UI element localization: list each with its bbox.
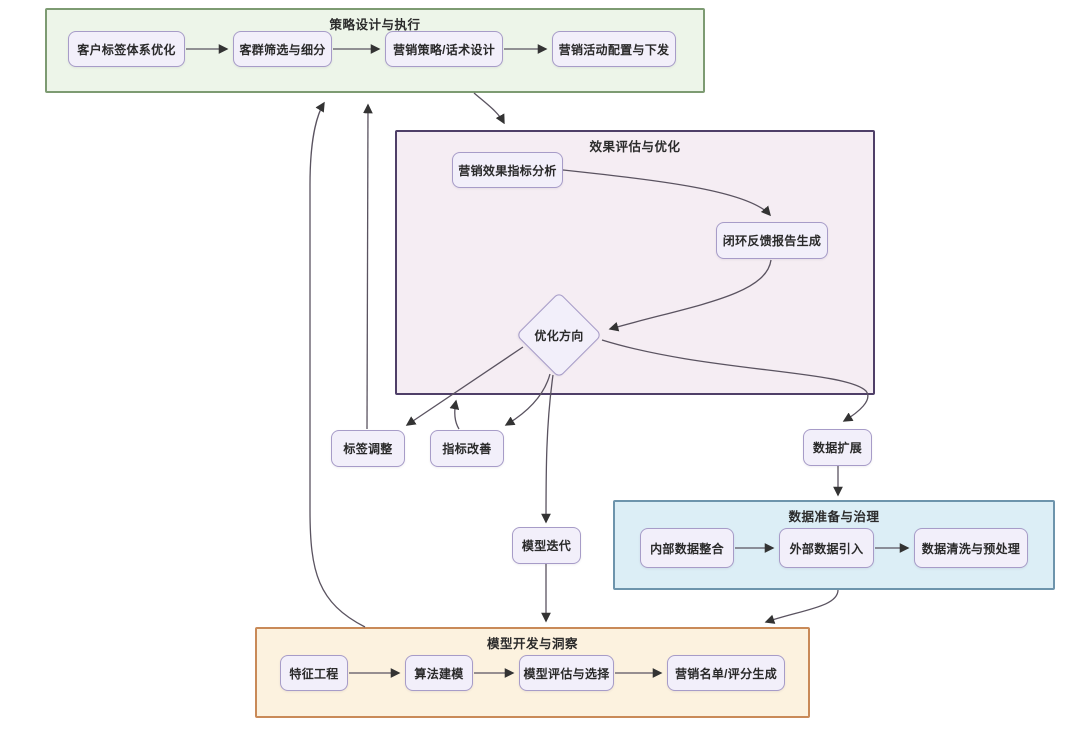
node-label-metric-improve: 指标改善 xyxy=(442,442,492,456)
edge-group-data-to-group-model xyxy=(764,589,839,624)
node-algo-model[interactable]: 算法建模 xyxy=(405,655,473,691)
node-external-data[interactable]: 外部数据引入 xyxy=(779,528,874,568)
group-title-strategy: 策略设计与执行 xyxy=(329,18,421,32)
node-tag-adjust[interactable]: 标签调整 xyxy=(331,430,405,467)
node-data-clean[interactable]: 数据清洗与预处理 xyxy=(914,528,1028,568)
node-feature-eng[interactable]: 特征工程 xyxy=(280,655,348,691)
node-feedback-report[interactable]: 闭环反馈报告生成 xyxy=(716,222,828,259)
group-title-model: 模型开发与洞察 xyxy=(486,637,578,651)
node-label-campaign-config: 营销活动配置与下发 xyxy=(558,42,670,57)
edge-metric-improve-to-group-evaluation xyxy=(449,399,460,430)
edge-optimize-direction-to-model-iterate xyxy=(541,374,554,524)
node-marketing-list[interactable]: 营销名单/评分生成 xyxy=(667,655,785,691)
node-label-feature-eng: 特征工程 xyxy=(289,666,339,681)
node-campaign-config[interactable]: 营销活动配置与下发 xyxy=(552,31,676,67)
node-label-external-data: 外部数据引入 xyxy=(789,541,864,556)
node-label-data-clean: 数据清洗与预处理 xyxy=(921,541,1021,556)
node-label-tag-system: 客户标签体系优化 xyxy=(77,42,176,57)
node-effect-analysis[interactable]: 营销效果指标分析 xyxy=(452,152,563,188)
node-label-data-expand: 数据扩展 xyxy=(812,441,863,455)
node-label-effect-analysis: 营销效果指标分析 xyxy=(458,163,557,178)
node-label-algo-model: 算法建模 xyxy=(414,666,464,681)
node-label-optimize-direction: 优化方向 xyxy=(534,328,584,343)
group-title-data: 数据准备与治理 xyxy=(788,510,880,524)
node-label-segment: 客群筛选与细分 xyxy=(239,42,326,57)
node-label-tag-adjust: 标签调整 xyxy=(343,442,393,456)
node-internal-data[interactable]: 内部数据整合 xyxy=(640,528,734,568)
group-title-evaluation: 效果评估与优化 xyxy=(589,140,681,154)
node-data-expand[interactable]: 数据扩展 xyxy=(803,429,872,466)
node-label-model-iterate: 模型迭代 xyxy=(521,539,572,553)
edge-group-model-to-group-strategy xyxy=(309,101,366,628)
node-label-marketing-list: 营销名单/评分生成 xyxy=(674,666,778,681)
node-tag-system[interactable]: 客户标签体系优化 xyxy=(68,31,185,67)
node-model-iterate[interactable]: 模型迭代 xyxy=(512,527,581,564)
node-model-eval[interactable]: 模型评估与选择 xyxy=(519,655,614,691)
node-strategy-design[interactable]: 营销策略/话术设计 xyxy=(385,31,503,67)
node-segment[interactable]: 客群筛选与细分 xyxy=(233,31,332,67)
node-label-strategy-design: 营销策略/话术设计 xyxy=(392,42,496,57)
edge-tag-adjust-to-group-strategy xyxy=(363,103,373,430)
node-label-model-eval: 模型评估与选择 xyxy=(523,666,610,681)
node-label-feedback-report: 闭环反馈报告生成 xyxy=(722,234,822,248)
edge-group-strategy-to-group-evaluation xyxy=(473,92,505,125)
node-optimize-direction[interactable]: 优化方向 xyxy=(515,291,603,379)
node-label-internal-data: 内部数据整合 xyxy=(650,541,724,556)
node-metric-improve[interactable]: 指标改善 xyxy=(430,430,504,467)
